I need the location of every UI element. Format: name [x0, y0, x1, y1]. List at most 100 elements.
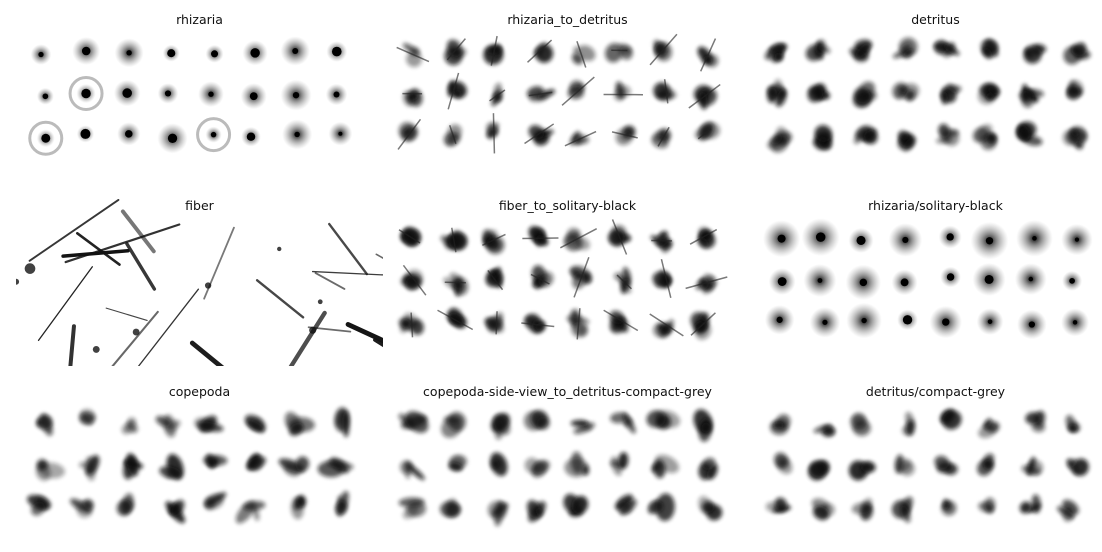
- particle-thumbnail: [604, 81, 643, 102]
- particle-thumbnail: [1065, 456, 1092, 478]
- particle-thumbnail: [977, 80, 1002, 105]
- particle-thumbnail: [650, 451, 682, 479]
- particle-thumbnail: [769, 268, 796, 295]
- particle-thumbnail: [568, 257, 594, 297]
- particle-thumbnail: [446, 73, 470, 109]
- particle-thumbnail: [399, 224, 424, 249]
- particle-thumbnail: [439, 228, 470, 254]
- particle-thumbnail: [851, 496, 874, 521]
- particle-thumbnail: [1060, 123, 1091, 151]
- panel-title: rhizaria/solitary-black: [752, 198, 1102, 213]
- particle-thumbnail: [892, 269, 918, 295]
- particle-thumbnail: [933, 39, 961, 59]
- fiber-particle: [62, 326, 74, 366]
- particle-thumbnail: [398, 497, 426, 522]
- fiber-particle: [271, 313, 325, 366]
- particle-thumbnail: [530, 264, 557, 291]
- particle-thumbnail: [612, 123, 638, 149]
- particle-thumbnail: [117, 122, 140, 145]
- particle-thumbnail: [281, 36, 310, 65]
- particle-thumbnail: [525, 122, 555, 149]
- particle-thumbnail: [1015, 263, 1047, 295]
- particle-thumbnail: [1065, 79, 1085, 101]
- panel-sideview: copepoda-side-view_to_detritus-compact-g…: [384, 374, 751, 552]
- particle-thumbnail: [763, 42, 789, 65]
- particle-thumbnail: [114, 80, 141, 107]
- particle-thumbnail: [442, 270, 471, 297]
- particle-thumbnail: [894, 454, 918, 478]
- particle-thumbnail: [848, 460, 876, 481]
- particle-thumbnail: [1062, 271, 1082, 291]
- particle-thumbnail: [889, 223, 923, 257]
- particle-thumbnail: [521, 313, 554, 337]
- particle-thumbnail: [1055, 497, 1081, 523]
- particle: [25, 263, 36, 274]
- particle-thumbnail: [1064, 414, 1082, 434]
- panel-title: detritus: [752, 12, 1102, 27]
- particle-thumbnail: [852, 123, 880, 146]
- particle-thumbnail: [157, 123, 187, 153]
- particle-thumbnail: [524, 457, 552, 480]
- particle-thumbnail: [613, 266, 634, 295]
- thumbnail-montage: [16, 374, 383, 552]
- particle-thumbnail: [763, 220, 800, 257]
- panel-elongated: copepoda: [16, 374, 383, 552]
- particle: [16, 279, 19, 285]
- particle-thumbnail: [805, 82, 832, 104]
- particle-thumbnail: [483, 311, 507, 335]
- particle-thumbnail: [79, 453, 102, 481]
- particle-thumbnail: [489, 82, 505, 108]
- particle-thumbnail: [1061, 224, 1092, 255]
- particle-thumbnail: [565, 308, 590, 339]
- particle-thumbnail: [560, 226, 596, 253]
- particle-thumbnail: [31, 44, 52, 65]
- particle-thumbnail: [479, 36, 507, 69]
- particle-thumbnail: [889, 79, 922, 103]
- particle-thumbnail: [525, 84, 556, 103]
- particle-thumbnail: [282, 409, 316, 438]
- particle-thumbnail: [561, 491, 591, 517]
- particle-thumbnail: [399, 265, 426, 295]
- particle-thumbnail: [570, 41, 599, 67]
- panel-fiber: fiber: [16, 188, 383, 366]
- particle-thumbnail: [971, 222, 1009, 260]
- panel-mixed: rhizaria_to_detritus: [384, 2, 751, 180]
- particle-thumbnail: [846, 265, 882, 301]
- fiber-particle: [95, 312, 158, 366]
- particle-thumbnail: [328, 122, 352, 146]
- thumbnail-montage: [384, 188, 751, 366]
- particle-thumbnail: [1061, 41, 1091, 67]
- particle-thumbnail: [696, 494, 724, 522]
- particle-thumbnail: [939, 225, 962, 248]
- particle-thumbnail: [562, 77, 594, 105]
- particle: [93, 346, 100, 353]
- particle-thumbnail: [765, 305, 795, 335]
- particle-thumbnail: [892, 34, 922, 61]
- panel-title: fiber: [16, 198, 383, 213]
- particle-thumbnail: [810, 122, 836, 154]
- particle-thumbnail: [888, 495, 915, 524]
- particle: [277, 247, 281, 251]
- fiber-particle: [39, 267, 93, 341]
- particle-thumbnail: [1061, 308, 1089, 336]
- particle-thumbnail: [334, 407, 350, 437]
- particle-thumbnail: [198, 119, 230, 151]
- particle-thumbnail: [242, 411, 269, 435]
- particle-thumbnail: [604, 308, 638, 335]
- particle-thumbnail: [1025, 409, 1047, 432]
- fiber-particle: [127, 289, 198, 366]
- particle-thumbnail: [937, 406, 965, 433]
- particle-thumbnail: [326, 84, 348, 106]
- particle-thumbnail: [402, 87, 424, 108]
- particle-thumbnail: [487, 409, 513, 440]
- particle-thumbnail: [897, 309, 918, 330]
- particle-thumbnail: [1016, 220, 1053, 257]
- particle-thumbnail: [649, 229, 673, 253]
- particle-thumbnail: [847, 38, 873, 66]
- particle-thumbnail: [522, 223, 558, 248]
- particle-thumbnail: [158, 452, 187, 482]
- fiber-particle: [192, 343, 230, 366]
- particle-thumbnail: [483, 265, 507, 290]
- panel-title: copepoda: [16, 384, 383, 399]
- panel-round: rhizaria: [16, 2, 383, 180]
